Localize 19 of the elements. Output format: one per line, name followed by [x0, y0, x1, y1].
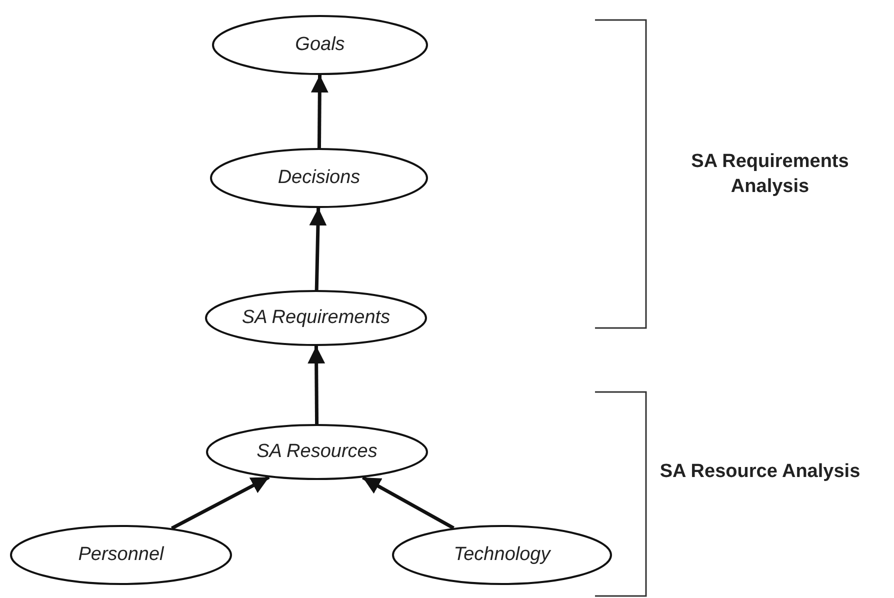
node-label: Personnel: [78, 544, 164, 566]
arrow: [310, 74, 328, 148]
arrow: [170, 476, 270, 530]
node-label: SA Resources: [256, 441, 378, 463]
bracket-label: SA Resource Analysis: [658, 460, 862, 484]
ellipse-node: [210, 148, 428, 208]
node-label: Decisions: [278, 167, 360, 189]
ellipse-node: [212, 15, 428, 75]
ellipse-node: [205, 290, 427, 346]
ellipse-node: [10, 525, 232, 585]
bracket-label: SA Requirements Analysis: [690, 150, 850, 199]
arrow: [362, 476, 454, 530]
node-label: SA Requirements: [242, 307, 390, 329]
node-label: Goals: [295, 34, 345, 56]
ellipse-node: [392, 525, 612, 585]
ellipse-node: [206, 424, 428, 480]
arrow: [308, 346, 326, 424]
arrow: [309, 208, 327, 290]
node-label: Technology: [454, 544, 550, 566]
